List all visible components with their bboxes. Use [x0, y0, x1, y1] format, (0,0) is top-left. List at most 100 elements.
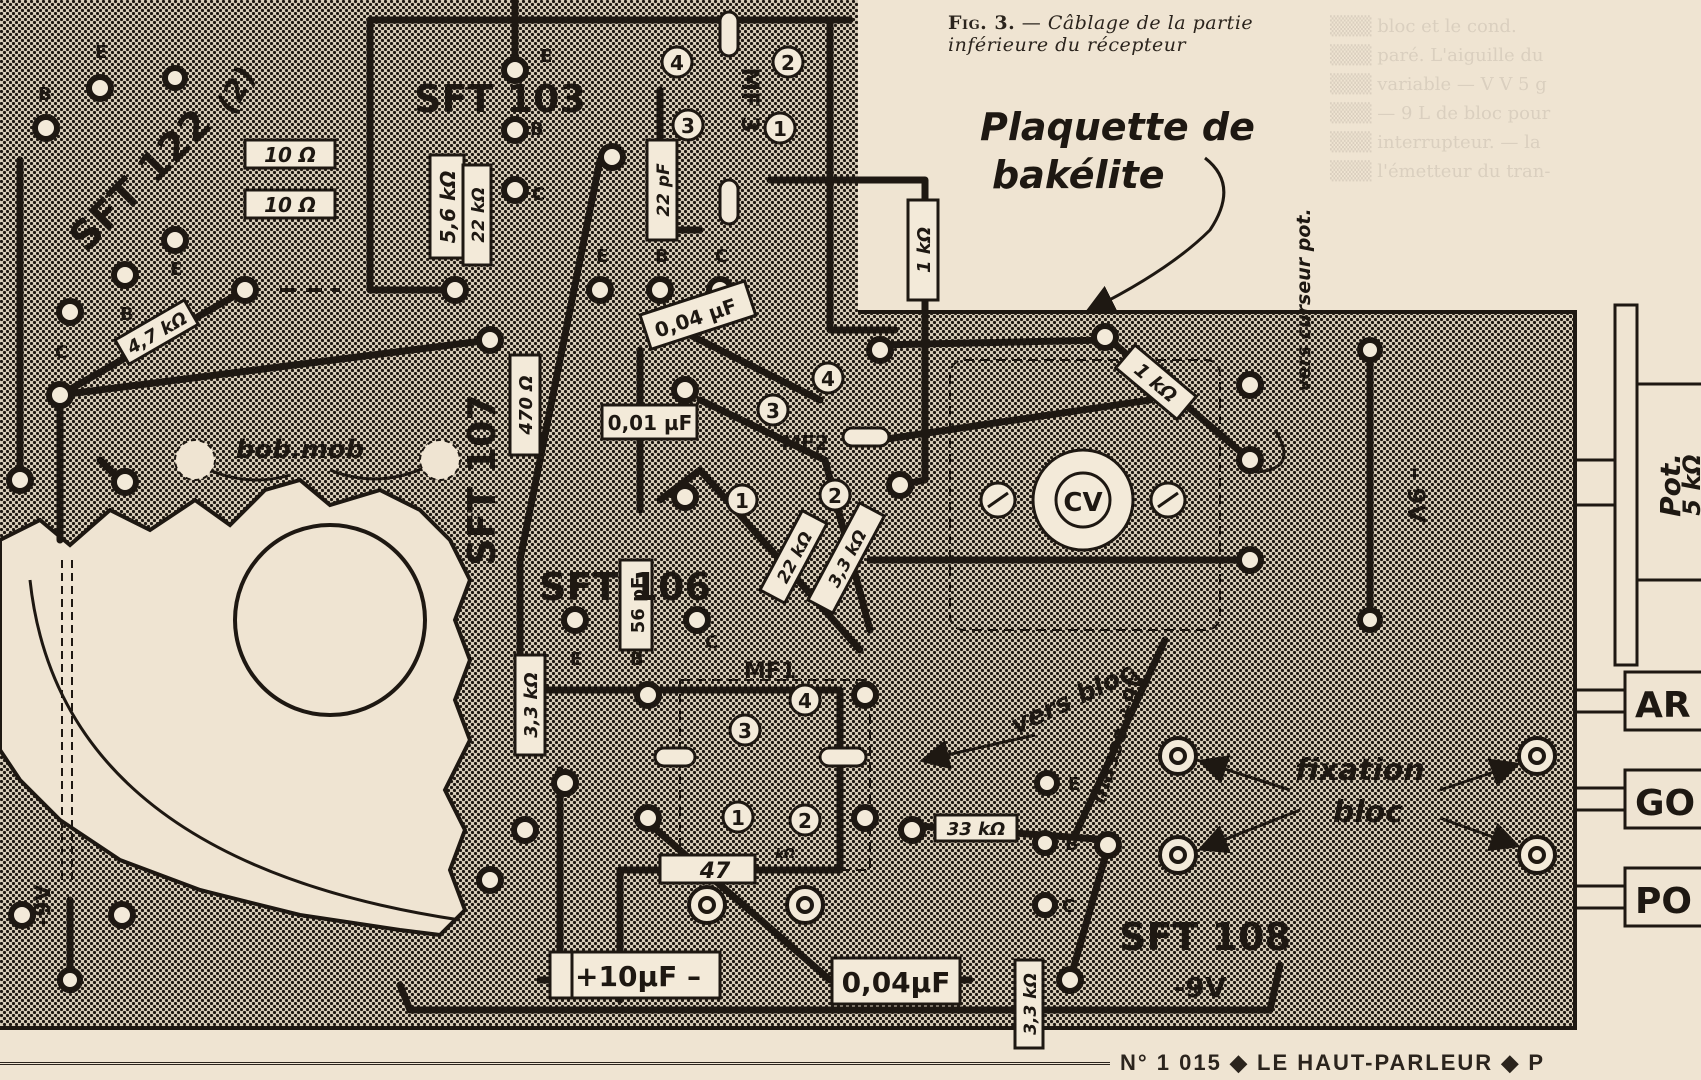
solder-pads	[6, 56, 1383, 994]
solder-pad	[1158, 736, 1198, 776]
solder-pad	[866, 336, 894, 364]
solder-pad	[725, 483, 759, 517]
component-body	[548, 950, 722, 1000]
diagram-label: AR	[1635, 685, 1691, 726]
capacitor-10uf: +10µF –	[548, 950, 722, 1000]
mf2-pins: 4 3 1 2 MF2	[725, 361, 891, 517]
diagram-label: +10µF –	[575, 960, 701, 993]
diagram-label: 470 Ω	[516, 375, 537, 435]
solder-pad	[46, 381, 74, 409]
solder-pad	[898, 816, 926, 844]
solder-pad	[1054, 471, 1112, 529]
bob-mob-label: bob.mob	[236, 435, 365, 465]
diagram-label: 2	[828, 484, 842, 508]
resistor-3-3k-c: 3,3 kΩ	[1013, 958, 1045, 1050]
diagram-label: 1 kΩ	[914, 227, 935, 273]
component-body	[949, 359, 1221, 631]
solder-pad	[1517, 835, 1557, 875]
solder-pad	[671, 483, 699, 511]
vers-curseur-pot-label: vers curseur pot.	[1293, 208, 1315, 391]
footer-issue: N° 1 015	[1120, 1050, 1222, 1075]
component-body	[933, 813, 1019, 843]
diagram-label: 22 pF	[654, 163, 674, 217]
solder-pad	[551, 769, 579, 797]
diagram-label: 2	[798, 809, 812, 833]
solder-pad	[162, 65, 188, 91]
page-footer: N° 1 015 ◆ LE HAUT-PARLEUR ◆ P	[0, 1048, 1701, 1080]
component-boxes: 10 Ω 10 Ω 5,6 kΩ 22 kΩ 22 pF 1 kΩ 4,7 kΩ…	[112, 138, 1199, 1050]
trace	[826, 16, 899, 334]
component-body	[653, 746, 697, 768]
wire-trace	[1197, 755, 1291, 792]
solder-pad	[818, 478, 852, 512]
solder-pad	[1034, 770, 1060, 796]
solder-pad	[1517, 736, 1557, 776]
solder-pad	[886, 471, 914, 499]
solder-pad	[1158, 835, 1198, 875]
solder-pad	[634, 681, 662, 709]
solder-pad	[698, 896, 716, 914]
footer-trailing: P	[1528, 1050, 1546, 1075]
diagram-label: PO	[1635, 881, 1692, 922]
trace	[516, 156, 604, 694]
resistor-1k-vertical: 1 kΩ	[906, 198, 940, 302]
diagram-label: 10 Ω	[264, 143, 316, 167]
solder-pad	[441, 276, 469, 304]
solder-pad	[728, 713, 762, 747]
wire-trace	[1157, 491, 1179, 509]
minus9v-right-label: – 9V	[1402, 467, 1430, 523]
diagram-label: 3	[738, 719, 752, 743]
solder-pad	[231, 276, 259, 304]
wire-trace	[1637, 382, 1701, 582]
diagram-label: 3	[766, 399, 780, 423]
solder-pad	[1357, 337, 1383, 363]
solder-pad	[788, 803, 822, 837]
pot-track	[1613, 303, 1639, 667]
wire-trace	[1439, 816, 1521, 851]
pin-letters: E B C B E E B C E B C E B C E B C	[38, 42, 1080, 917]
wire-trace	[987, 491, 1009, 509]
component-body	[243, 138, 337, 170]
component-body	[757, 508, 830, 606]
wire-trace	[1439, 758, 1521, 792]
solder-pad	[161, 226, 189, 254]
solder-pad	[501, 116, 529, 144]
solder-pad	[646, 276, 674, 304]
footer-separator-1: ◆	[1229, 1050, 1249, 1075]
figure-number: Fig. 3.	[948, 12, 1016, 34]
board-label-line1: Plaquette de	[980, 105, 1255, 149]
solder-pad	[6, 466, 34, 494]
diagram-label: C	[715, 246, 728, 267]
solder-pad	[586, 276, 614, 304]
wire-trace	[0, 310, 1577, 1030]
solder-pad	[1236, 371, 1264, 399]
component-body	[841, 426, 891, 448]
diagram-label: 1	[735, 489, 749, 513]
diagram-label: 0,04µF	[842, 966, 951, 999]
component-body	[600, 403, 699, 441]
if-transformer-pins: 4 2 3 1 MF 3 4 3 1 2 MF2 4 3 1 2	[653, 10, 891, 837]
board-label-arrow	[1084, 156, 1226, 313]
diagram-label: 0,01 µF	[608, 411, 693, 435]
solder-pad	[687, 885, 727, 925]
component-body	[243, 188, 337, 220]
diagram-label: 3	[681, 114, 695, 138]
solder-pad	[511, 816, 539, 844]
diagram-label: C	[55, 342, 68, 363]
diagram-label: 10 Ω	[264, 193, 316, 217]
fixation-bloc-line2: bloc	[1333, 795, 1403, 830]
fixation-bloc-line1: fixation	[1295, 753, 1425, 788]
switch-ar: AR	[1575, 670, 1701, 732]
diagram-label: B	[530, 119, 544, 140]
transistor-sft108-label: SFT 108	[1119, 915, 1291, 959]
solder-pad	[476, 326, 504, 354]
resistor-470: 470 Ω	[508, 353, 542, 457]
footer-publication: LE HAUT-PARLEUR	[1257, 1050, 1494, 1075]
solder-pad	[108, 901, 136, 929]
diagram-label: C	[532, 184, 545, 205]
solder-pad	[111, 468, 139, 496]
solder-pad	[1236, 446, 1264, 474]
solder-pad	[598, 143, 626, 171]
